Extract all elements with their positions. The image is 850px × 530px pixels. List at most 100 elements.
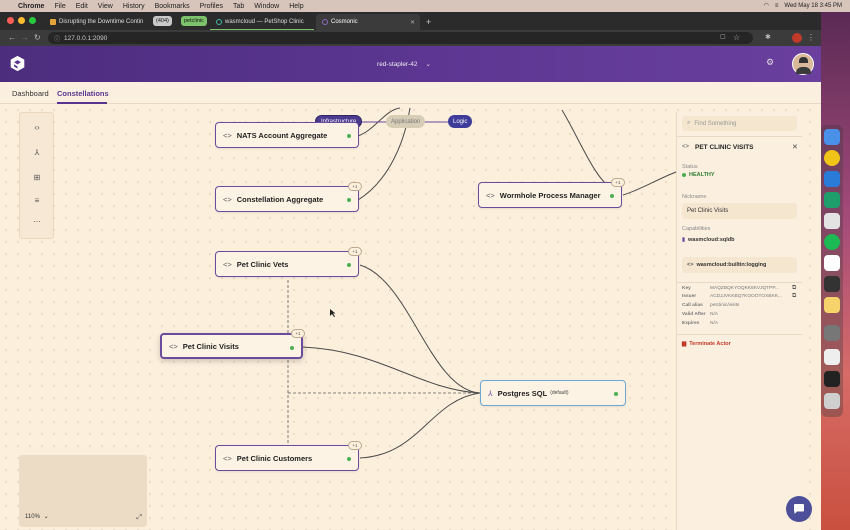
user-avatar[interactable] [792, 53, 814, 75]
terminal-icon[interactable] [824, 371, 840, 387]
preview-icon[interactable] [824, 325, 840, 341]
settings-gear-icon[interactable]: ⚙ [766, 57, 775, 67]
node-label: Pet Clinic Visits [182, 341, 239, 351]
menu-view[interactable]: View [97, 2, 113, 10]
menu-edit[interactable]: Edit [75, 2, 88, 10]
node-pet-clinic-vets[interactable]: <> Pet Clinic Vets [215, 251, 359, 277]
new-tab-button[interactable]: + [426, 17, 432, 27]
info-icon[interactable]: ⓘ [54, 36, 61, 43]
chat-support-button[interactable] [786, 496, 812, 522]
code-icon: <> [223, 194, 232, 204]
edge-customers-postgres [359, 392, 481, 459]
node-pet-clinic-visits[interactable]: <> Pet Clinic Visits [160, 333, 303, 359]
zoom-level: 110% [25, 514, 40, 520]
code-icon[interactable]: ‹› [34, 123, 40, 132]
back-icon[interactable]: ← [8, 33, 16, 42]
tab-petshop-clinic[interactable]: wasmcloud — PetShop Clinic [210, 14, 314, 30]
profile-avatar[interactable] [792, 33, 802, 43]
forward-icon[interactable]: → [21, 33, 29, 42]
search-box[interactable]: ⌕ Find Something [682, 116, 797, 131]
status-dot [682, 173, 686, 177]
vscode-icon[interactable] [824, 171, 840, 187]
capability-logging[interactable]: <>wasmcloud:builtin:logging [682, 257, 797, 273]
menu-bookmarks[interactable]: Bookmarks [154, 2, 190, 10]
lattice-name: red-stapler-42 [377, 60, 418, 68]
chrome-menu-icon[interactable]: ⋮ [807, 33, 815, 42]
menu-window[interactable]: Window [254, 2, 280, 10]
node-nats-account-aggregate[interactable]: <> NATS Account Aggregate [215, 122, 359, 148]
trash-icon[interactable] [824, 393, 840, 409]
tab-downtime[interactable]: Disrupting the Downtime Contin [44, 14, 148, 30]
nickname-field[interactable]: Pet Clinic Visits [682, 203, 797, 219]
menu-file[interactable]: File [54, 2, 66, 10]
tab-cosmonic[interactable]: Cosmonic ✕ [316, 14, 420, 30]
divider [677, 334, 802, 335]
copy-icon[interactable]: ⧉ [792, 285, 797, 291]
notion-icon[interactable] [824, 255, 840, 271]
spotify-icon[interactable] [824, 234, 840, 250]
tab-constellations[interactable]: Constellations [57, 89, 109, 98]
menu-help[interactable]: Help [289, 2, 304, 10]
close-tab-icon[interactable]: ✕ [409, 19, 415, 26]
menu-profiles[interactable]: Profiles [199, 2, 223, 10]
pill-application[interactable]: Application [386, 115, 426, 128]
node-wormhole-process-manager[interactable]: <> Wormhole Process Manager [478, 182, 622, 208]
add-box-icon[interactable]: ⊞ [33, 173, 41, 182]
app-icon[interactable] [824, 192, 840, 208]
menu-chrome[interactable]: Chrome [18, 2, 45, 10]
more-icon[interactable]: ⋯ [33, 217, 41, 226]
tab-dashboard[interactable]: Dashboard [12, 89, 49, 98]
url-text: 127.0.0.1:2090 [64, 34, 108, 42]
terminate-actor-button[interactable]: ▆Terminate Actor [682, 341, 731, 347]
node-pet-clinic-customers[interactable]: <> Pet Clinic Customers [215, 445, 359, 471]
url-input[interactable]: ⓘ 127.0.0.1:2090 [48, 32, 753, 44]
node-label: Wormhole Process Manager [499, 190, 601, 200]
app-header: red-stapler-42 ⌄ ⚙ [0, 46, 821, 82]
tab-group-petclinic[interactable]: petclinic [181, 16, 207, 26]
clock[interactable]: Wed May 18 3:45 PM [784, 2, 842, 9]
favicon-icon [50, 19, 56, 25]
capability-sqldb[interactable]: ▮wasmcloud:sqldb [682, 237, 734, 243]
pill-logic[interactable]: Logic [448, 115, 473, 128]
lattice-selector[interactable]: red-stapler-42 ⌄ [362, 57, 446, 71]
reload-icon[interactable]: ↻ [34, 33, 41, 42]
close-window-icon[interactable] [7, 17, 14, 24]
zoom-selector[interactable]: 110% ⌄ [25, 513, 49, 520]
document-icon[interactable] [824, 349, 840, 365]
code-icon: <> [682, 144, 690, 150]
search-input[interactable]: Find Something [694, 120, 737, 127]
extensions-icon[interactable]: ✱ [765, 34, 771, 41]
provider-icon: ⅄ [488, 388, 493, 398]
finder-icon[interactable] [824, 129, 840, 145]
tab-group-404[interactable]: (404) [153, 16, 172, 26]
avatar-shirt [796, 67, 811, 74]
bookmark-star-icon[interactable]: ☆ [733, 33, 741, 42]
list-icon[interactable]: ≡ [34, 196, 40, 205]
node-postgres-sql[interactable]: ⅄ Postgres SQL (default) [480, 380, 626, 406]
fullscreen-icon[interactable]: ⤢ [136, 514, 142, 521]
edge-wormhole-top [561, 109, 614, 190]
hierarchy-icon[interactable]: ⅄ [34, 148, 40, 157]
github-icon[interactable] [824, 276, 840, 292]
copy-icon[interactable]: ⧉ [792, 293, 797, 299]
menu-history[interactable]: History [122, 2, 145, 10]
edge-vets-postgres [359, 264, 481, 394]
menu-tab[interactable]: Tab [232, 2, 245, 10]
wifi-icon[interactable]: ◠ [763, 3, 769, 9]
minimize-window-icon[interactable] [18, 17, 25, 24]
notes-icon[interactable] [824, 297, 840, 313]
status-dot [290, 346, 294, 350]
edge-visits-postgres [301, 346, 481, 394]
cosmonic-logo-icon[interactable] [9, 55, 26, 72]
close-icon[interactable]: ✕ [792, 144, 798, 151]
control-center-icon[interactable]: ≡ [774, 2, 779, 9]
minimap[interactable]: ⤢ [19, 455, 147, 527]
maximize-window-icon[interactable] [29, 17, 36, 24]
active-tab-underline [57, 102, 107, 104]
chrome-icon[interactable] [824, 150, 840, 166]
node-constellation-aggregate[interactable]: <> Constellation Aggregate [215, 186, 359, 212]
lock-icon[interactable]: ▢ [720, 34, 726, 40]
slack-icon[interactable] [824, 213, 840, 229]
